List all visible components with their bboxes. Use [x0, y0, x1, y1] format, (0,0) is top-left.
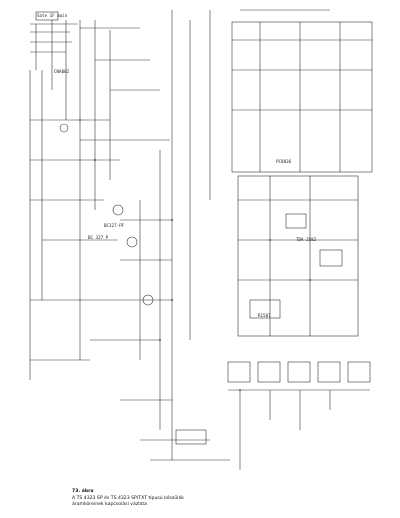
component-label-pc8036: PC8036: [276, 159, 292, 164]
right-middle-block: [237, 175, 359, 337]
figure-caption-line-2: áramköreinek kapcsolási vázlata: [72, 502, 147, 507]
component-label-bc327p: BC 327 P: [88, 235, 109, 240]
component-label-tda2582: TDA 2582: [296, 237, 317, 242]
transistor-symbol: [112, 204, 124, 216]
figure-caption-line-1: A TS 4323 SP és TS 4323 SP/TXT típusú ké…: [72, 496, 184, 501]
component-label-cna002: CNA002: [54, 69, 70, 74]
connector-box: [35, 11, 59, 21]
right-upper-block: [231, 21, 373, 173]
component-label-bc327pf: BC327-PF: [104, 223, 125, 228]
connector-label: Sate 1F main: [37, 13, 68, 18]
figure-number: 73. ábra: [72, 489, 94, 494]
component-label-r1507: R1507: [258, 313, 271, 318]
